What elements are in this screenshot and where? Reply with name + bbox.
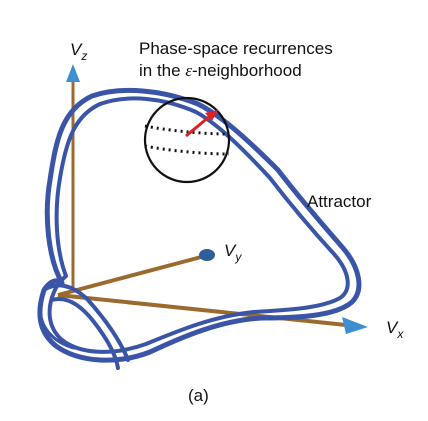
trajectory-strand-3	[38, 306, 76, 350]
trajectory-strand-2	[50, 297, 120, 370]
trajectory-outer-loop	[37, 87, 362, 363]
vx-axis-shaft	[57, 293, 347, 327]
recurrence-arrow-head	[205, 110, 218, 121]
attractor-trajectory	[37, 87, 362, 370]
vz-arrow-head	[66, 64, 80, 82]
neighborhood-dotted-line-1	[144, 124, 230, 136]
vx-label: Vx	[386, 318, 404, 341]
vy-arrow-head	[199, 249, 215, 261]
vy-label-sub: y	[234, 250, 242, 264]
title-line-2: in the ε-neighborhood	[139, 61, 302, 80]
vx-label-main: V	[386, 318, 399, 337]
vz-label: Vz	[70, 40, 87, 63]
panel-label: (a)	[188, 386, 209, 405]
trajectory-strand-1	[42, 283, 130, 362]
vy-label-main: V	[224, 241, 237, 260]
attractor-label: Attractor	[307, 192, 372, 211]
vx-arrow-head	[342, 317, 368, 334]
vz-label-sub: z	[80, 49, 87, 63]
recurrence-arrow-shaft	[185, 114, 211, 138]
title-line-2-suffix: -neighborhood	[192, 61, 302, 80]
vz-label-main: V	[70, 40, 83, 59]
trajectory-inner-loop	[47, 96, 350, 354]
vx-label-sub: x	[396, 327, 404, 341]
neighborhood-dotted-line-2	[144, 144, 230, 156]
neighborhood-circle	[143, 96, 231, 184]
title-line-2-prefix: in the	[139, 61, 185, 80]
vy-label: Vy	[224, 241, 242, 264]
epsilon-neighborhood	[143, 96, 231, 184]
vy-axis-shaft	[57, 254, 206, 297]
epsilon-symbol: ε	[185, 61, 192, 80]
title-line-1: Phase-space recurrences	[139, 39, 333, 58]
